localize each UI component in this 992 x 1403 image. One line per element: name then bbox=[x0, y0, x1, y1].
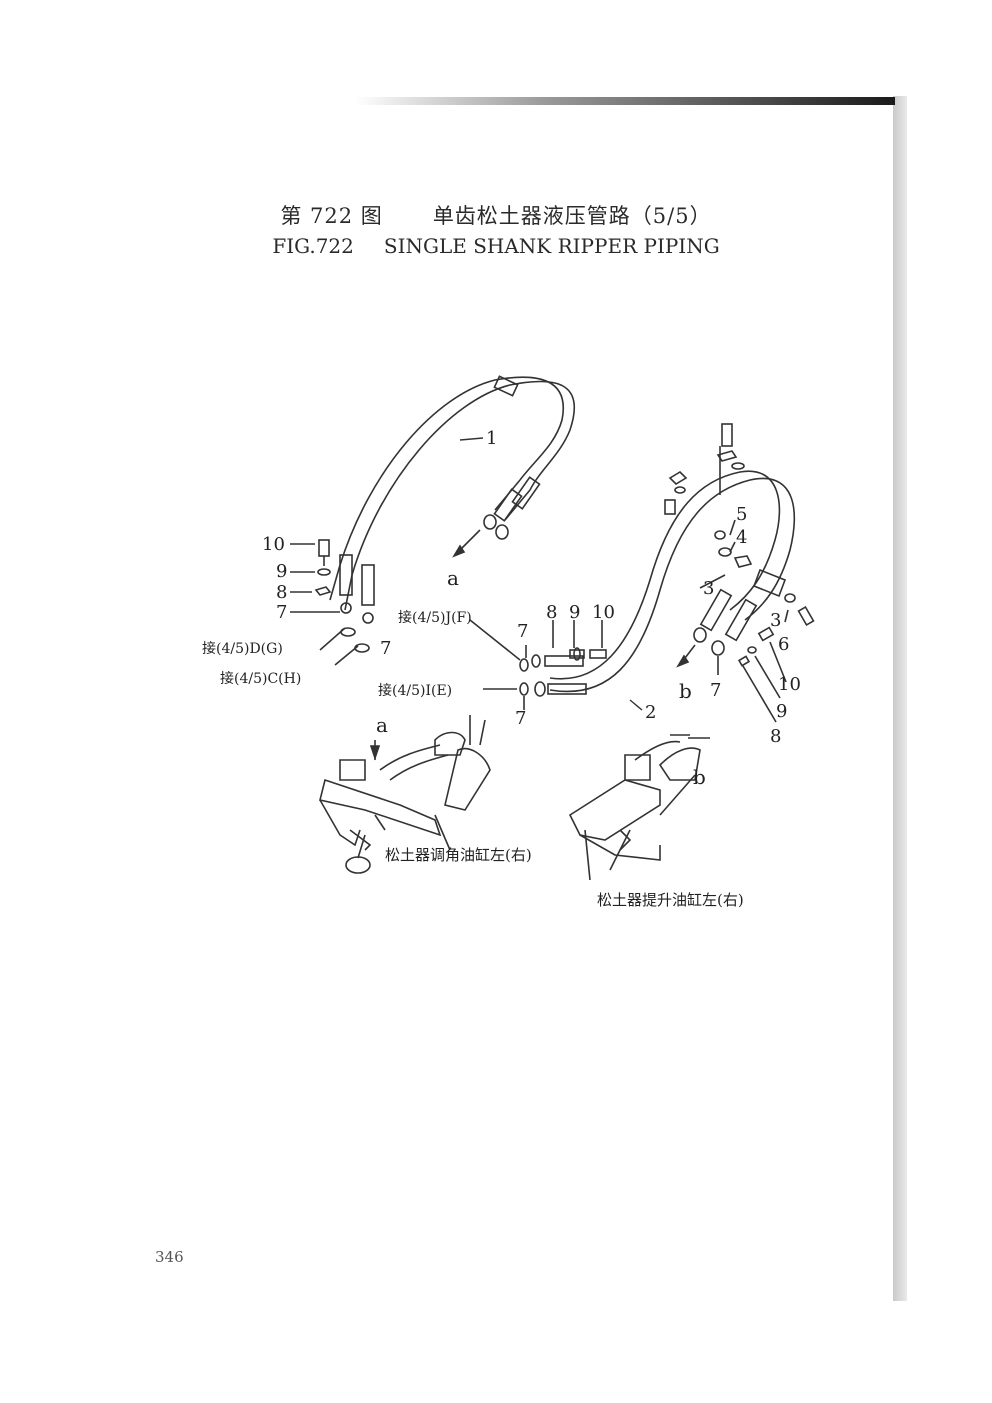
callout-left-9: 9 bbox=[276, 561, 287, 582]
callout-right-6: 6 bbox=[778, 634, 789, 655]
top-rule bbox=[355, 97, 895, 105]
callout-view-b: b bbox=[679, 679, 692, 703]
callout-right-8: 8 bbox=[770, 726, 781, 747]
callout-detail-a: a bbox=[376, 713, 388, 737]
connection-i-e: 接(4/5)I(E) bbox=[378, 682, 452, 699]
callout-left-10: 10 bbox=[262, 534, 285, 555]
connection-c-h: 接(4/5)C(H) bbox=[220, 670, 301, 687]
callout-mid-7a: 7 bbox=[517, 621, 528, 642]
hose-2-inner bbox=[549, 470, 781, 680]
callout-left-7a: 7 bbox=[276, 602, 287, 623]
connection-j-f: 接(4/5)J(F) bbox=[398, 609, 472, 626]
callout-right-7: 7 bbox=[710, 680, 721, 701]
callout-detail-b: b bbox=[693, 765, 706, 789]
callout-hose-2: 2 bbox=[645, 702, 656, 723]
detail-b-cylinder bbox=[568, 734, 710, 881]
piping-diagram: 1 2 10 9 8 7 7 7 8 9 10 7 5 4 3 3 6 7 10… bbox=[202, 375, 815, 909]
hose-1-oring-a bbox=[483, 514, 497, 530]
callout-right-9: 9 bbox=[776, 701, 787, 722]
label-lift-cylinder: 松土器提升油缸左(右) bbox=[597, 891, 744, 909]
arrow-to-a bbox=[452, 544, 466, 558]
hose-1-inner bbox=[339, 376, 565, 566]
left-bolt bbox=[318, 539, 330, 557]
figure-title-chinese: 第 722 图 单齿松土器液压管路（5/5） bbox=[0, 200, 992, 230]
hose-2-fitting-b bbox=[547, 683, 587, 695]
detail-a-knob bbox=[345, 856, 371, 874]
label-tilt-cylinder: 松土器调角油缸左(右) bbox=[385, 846, 532, 864]
figure-caption-cn: 单齿松土器液压管路（5/5） bbox=[432, 204, 712, 228]
hose-1-oring-b bbox=[495, 524, 509, 540]
callout-right-5: 5 bbox=[736, 504, 747, 525]
hose-2-right-fitting-a bbox=[699, 588, 733, 632]
callout-mid-7b: 7 bbox=[515, 708, 526, 729]
figure-caption-en: SINGLE SHANK RIPPER PIPING bbox=[383, 234, 720, 258]
callout-right-4: 4 bbox=[736, 527, 747, 548]
callout-hose-1: 1 bbox=[486, 428, 497, 449]
right-top-bolt bbox=[721, 423, 733, 447]
hose-1-lower-fitting-a bbox=[339, 554, 353, 596]
hose-2-outer bbox=[549, 477, 796, 693]
callout-right-10: 10 bbox=[778, 674, 801, 695]
callout-mid-10: 10 bbox=[592, 602, 615, 623]
callout-view-a: a bbox=[447, 566, 459, 590]
callout-left-7b: 7 bbox=[380, 638, 391, 659]
arrow-to-b bbox=[676, 654, 690, 668]
figure-title-english: FIG.722 SINGLE SHANK RIPPER PIPING bbox=[0, 234, 992, 258]
hose-2-right-fitting-b bbox=[724, 598, 758, 642]
callout-mid-8: 8 bbox=[546, 602, 557, 623]
figure-number-cn: 第 722 图 bbox=[280, 204, 383, 228]
hose-1-outer bbox=[351, 380, 576, 576]
callout-left-8: 8 bbox=[276, 582, 287, 603]
hose-1-clamp bbox=[493, 375, 519, 397]
detail-a-cylinder bbox=[319, 715, 491, 874]
scan-edge-shadow bbox=[893, 96, 907, 1301]
hose-1-fitting-b bbox=[511, 476, 541, 510]
callout-mid-9: 9 bbox=[569, 602, 580, 623]
hose-2-fitting-a bbox=[544, 655, 584, 667]
connection-d-g: 接(4/5)D(G) bbox=[202, 640, 283, 657]
hose-1-fitting-a bbox=[493, 488, 523, 522]
callout-right-3a: 3 bbox=[703, 578, 714, 599]
hose-1-lower-fitting-b bbox=[361, 564, 375, 606]
figure-number-en: FIG.722 bbox=[272, 234, 354, 258]
page-number: 346 bbox=[155, 1248, 184, 1266]
callout-right-3b: 3 bbox=[770, 610, 781, 631]
